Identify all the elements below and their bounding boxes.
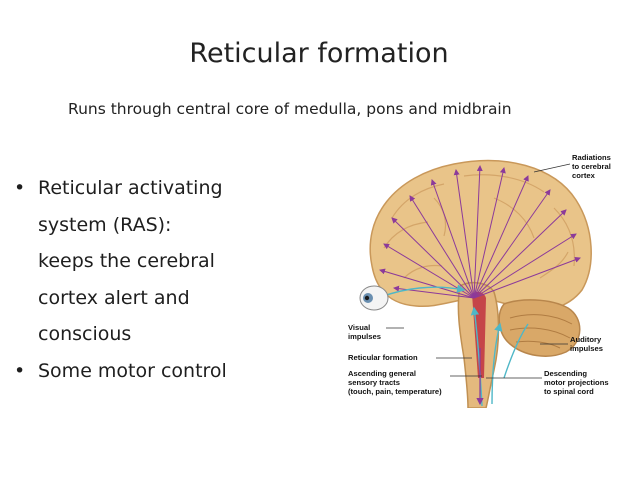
label-reticular: Reticular formation — [348, 353, 418, 362]
bullet-line: system (RAS): — [38, 213, 172, 236]
radiation-arrows — [379, 165, 581, 299]
cerebellum-folia — [509, 314, 573, 349]
svg-text:Radiations to cerebral: Radiations to cerebral cortex — [572, 153, 613, 180]
bullet-item-ras: Reticular activating system (RAS): keeps… — [14, 170, 227, 353]
svg-text:Ascending general sensor: Ascending general sensory tracts (touch,… — [348, 369, 442, 396]
leader-lines — [386, 163, 571, 379]
label-auditory-1: Auditory — [570, 335, 602, 344]
svg-text:Visual impulses: Visual impulses — [348, 323, 381, 341]
brain-diagram: Radiations to cerebral cortex Visual imp… — [348, 153, 613, 408]
label-descending-3: to spinal cord — [544, 387, 594, 396]
slide-subtitle: Runs through central core of medulla, po… — [68, 100, 512, 118]
bullet-line: keeps the cerebral — [38, 250, 215, 272]
label-ascending-2: sensory tracts — [348, 378, 400, 387]
bullet-line: Some motor control — [38, 359, 227, 382]
label-radiations-3: cortex — [572, 171, 596, 180]
label-radiations-1: Radiations — [572, 153, 611, 162]
label-visual-1: Visual — [348, 323, 370, 332]
svg-text:Auditory impulses: Auditory impulses — [570, 335, 603, 353]
label-descending-1: Descending — [544, 369, 587, 378]
cerebrum-shape — [369, 159, 592, 311]
label-auditory-2: impulses — [570, 344, 603, 353]
eye-icon — [359, 285, 389, 311]
label-ascending-1: Ascending general — [348, 369, 416, 378]
svg-text:Reticular formation: Reticular formation — [348, 353, 418, 362]
label-radiations-2: to cerebral — [572, 162, 611, 171]
bullet-line: cortex alert and — [38, 286, 190, 309]
bullet-line: Reticular activating — [38, 177, 223, 199]
slide-title: Reticular formation — [189, 38, 449, 69]
bullet-list: Reticular activating system (RAS): keeps… — [14, 170, 227, 389]
svg-text:Descending motor project: Descending motor projections to spinal c… — [544, 369, 611, 396]
bullet-line: conscious — [38, 323, 132, 345]
label-ascending-3: (touch, pain, temperature) — [348, 387, 442, 396]
bullet-item-motor: Some motor control — [14, 353, 227, 390]
label-visual-2: impulses — [348, 332, 381, 341]
label-descending-2: motor projections — [544, 378, 609, 387]
